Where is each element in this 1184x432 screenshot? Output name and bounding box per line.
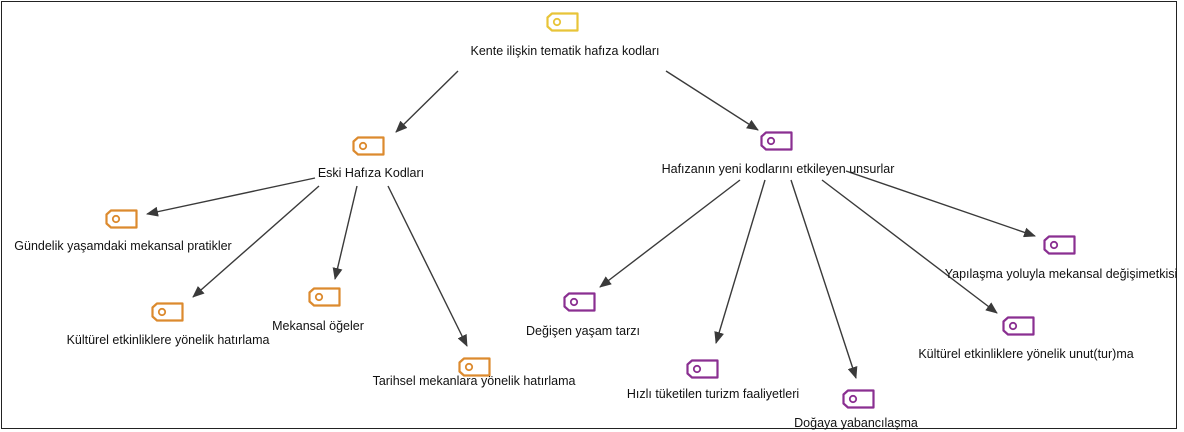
node-n3[interactable]: Doğaya yabancılaşma [794, 389, 918, 431]
node-label-n5: Yapılaşma yoluyla mekansal değişimetkisi [945, 267, 1178, 281]
node-n1[interactable]: Değişen yaşam tarzı [526, 292, 640, 339]
node-new[interactable]: Hafızanın yeni kodlarını etkileyen unsur… [662, 131, 895, 177]
node-o2[interactable]: Kültürel etkinliklere yönelik hatırlama [67, 302, 270, 348]
node-label-n1: Değişen yaşam tarzı [526, 324, 640, 338]
code-tag-icon [458, 357, 491, 377]
node-label-new: Hafızanın yeni kodlarını etkileyen unsur… [662, 162, 895, 176]
code-tag-icon [546, 12, 579, 32]
code-tag-icon [842, 389, 875, 409]
edge-root-new [665, 70, 759, 131]
node-root[interactable]: Kente ilişkin tematik hafıza kodları [471, 12, 660, 59]
node-label-o2: Kültürel etkinliklere yönelik hatırlama [67, 333, 270, 347]
node-o1[interactable]: Gündelik yaşamdaki mekansal pratikler [14, 209, 232, 254]
edge-new-n4 [821, 179, 998, 314]
edge-old-o2 [192, 185, 320, 298]
code-tag-icon [308, 287, 341, 307]
node-o3[interactable]: Mekansal öğeler [272, 287, 364, 334]
code-tag-icon [1043, 235, 1076, 255]
node-n5[interactable]: Yapılaşma yoluyla mekansal değişimetkisi [945, 235, 1178, 282]
node-label-o4: Tarihsel mekanlara yönelik hatırlama [373, 374, 576, 388]
node-label-o3: Mekansal öğeler [272, 319, 364, 333]
node-o4[interactable]: Tarihsel mekanlara yönelik hatırlama [373, 357, 576, 389]
edge-old-o4 [387, 185, 468, 347]
node-label-n3: Doğaya yabancılaşma [794, 416, 918, 430]
node-label-n4: Kültürel etkinliklere yönelik unut(tur)m… [918, 347, 1133, 361]
code-tag-icon [105, 209, 138, 229]
node-label-old: Eski Hafıza Kodları [318, 166, 424, 180]
edge-new-n1 [599, 179, 741, 288]
code-tag-icon [760, 131, 793, 151]
node-label-n2: Hızlı tüketilen turizm faaliyetleri [627, 387, 799, 401]
node-n4[interactable]: Kültürel etkinliklere yönelik unut(tur)m… [918, 316, 1134, 362]
node-old[interactable]: Eski Hafıza Kodları [318, 136, 424, 181]
node-label-root: Kente ilişkin tematik hafıza kodları [471, 44, 660, 58]
edge-root-old [395, 70, 459, 133]
code-tag-icon [563, 292, 596, 312]
code-tag-icon [151, 302, 184, 322]
edge-new-n3 [790, 179, 858, 379]
edge-old-o1 [146, 177, 316, 217]
code-tag-icon [686, 359, 719, 379]
edge-new-n5 [845, 170, 1036, 238]
edge-new-n2 [714, 179, 766, 344]
node-label-o1: Gündelik yaşamdaki mekansal pratikler [14, 239, 231, 253]
node-n2[interactable]: Hızlı tüketilen turizm faaliyetleri [627, 359, 799, 402]
code-tag-icon [1002, 316, 1035, 336]
code-tag-icon [352, 136, 385, 156]
edge-old-o3 [332, 185, 358, 280]
